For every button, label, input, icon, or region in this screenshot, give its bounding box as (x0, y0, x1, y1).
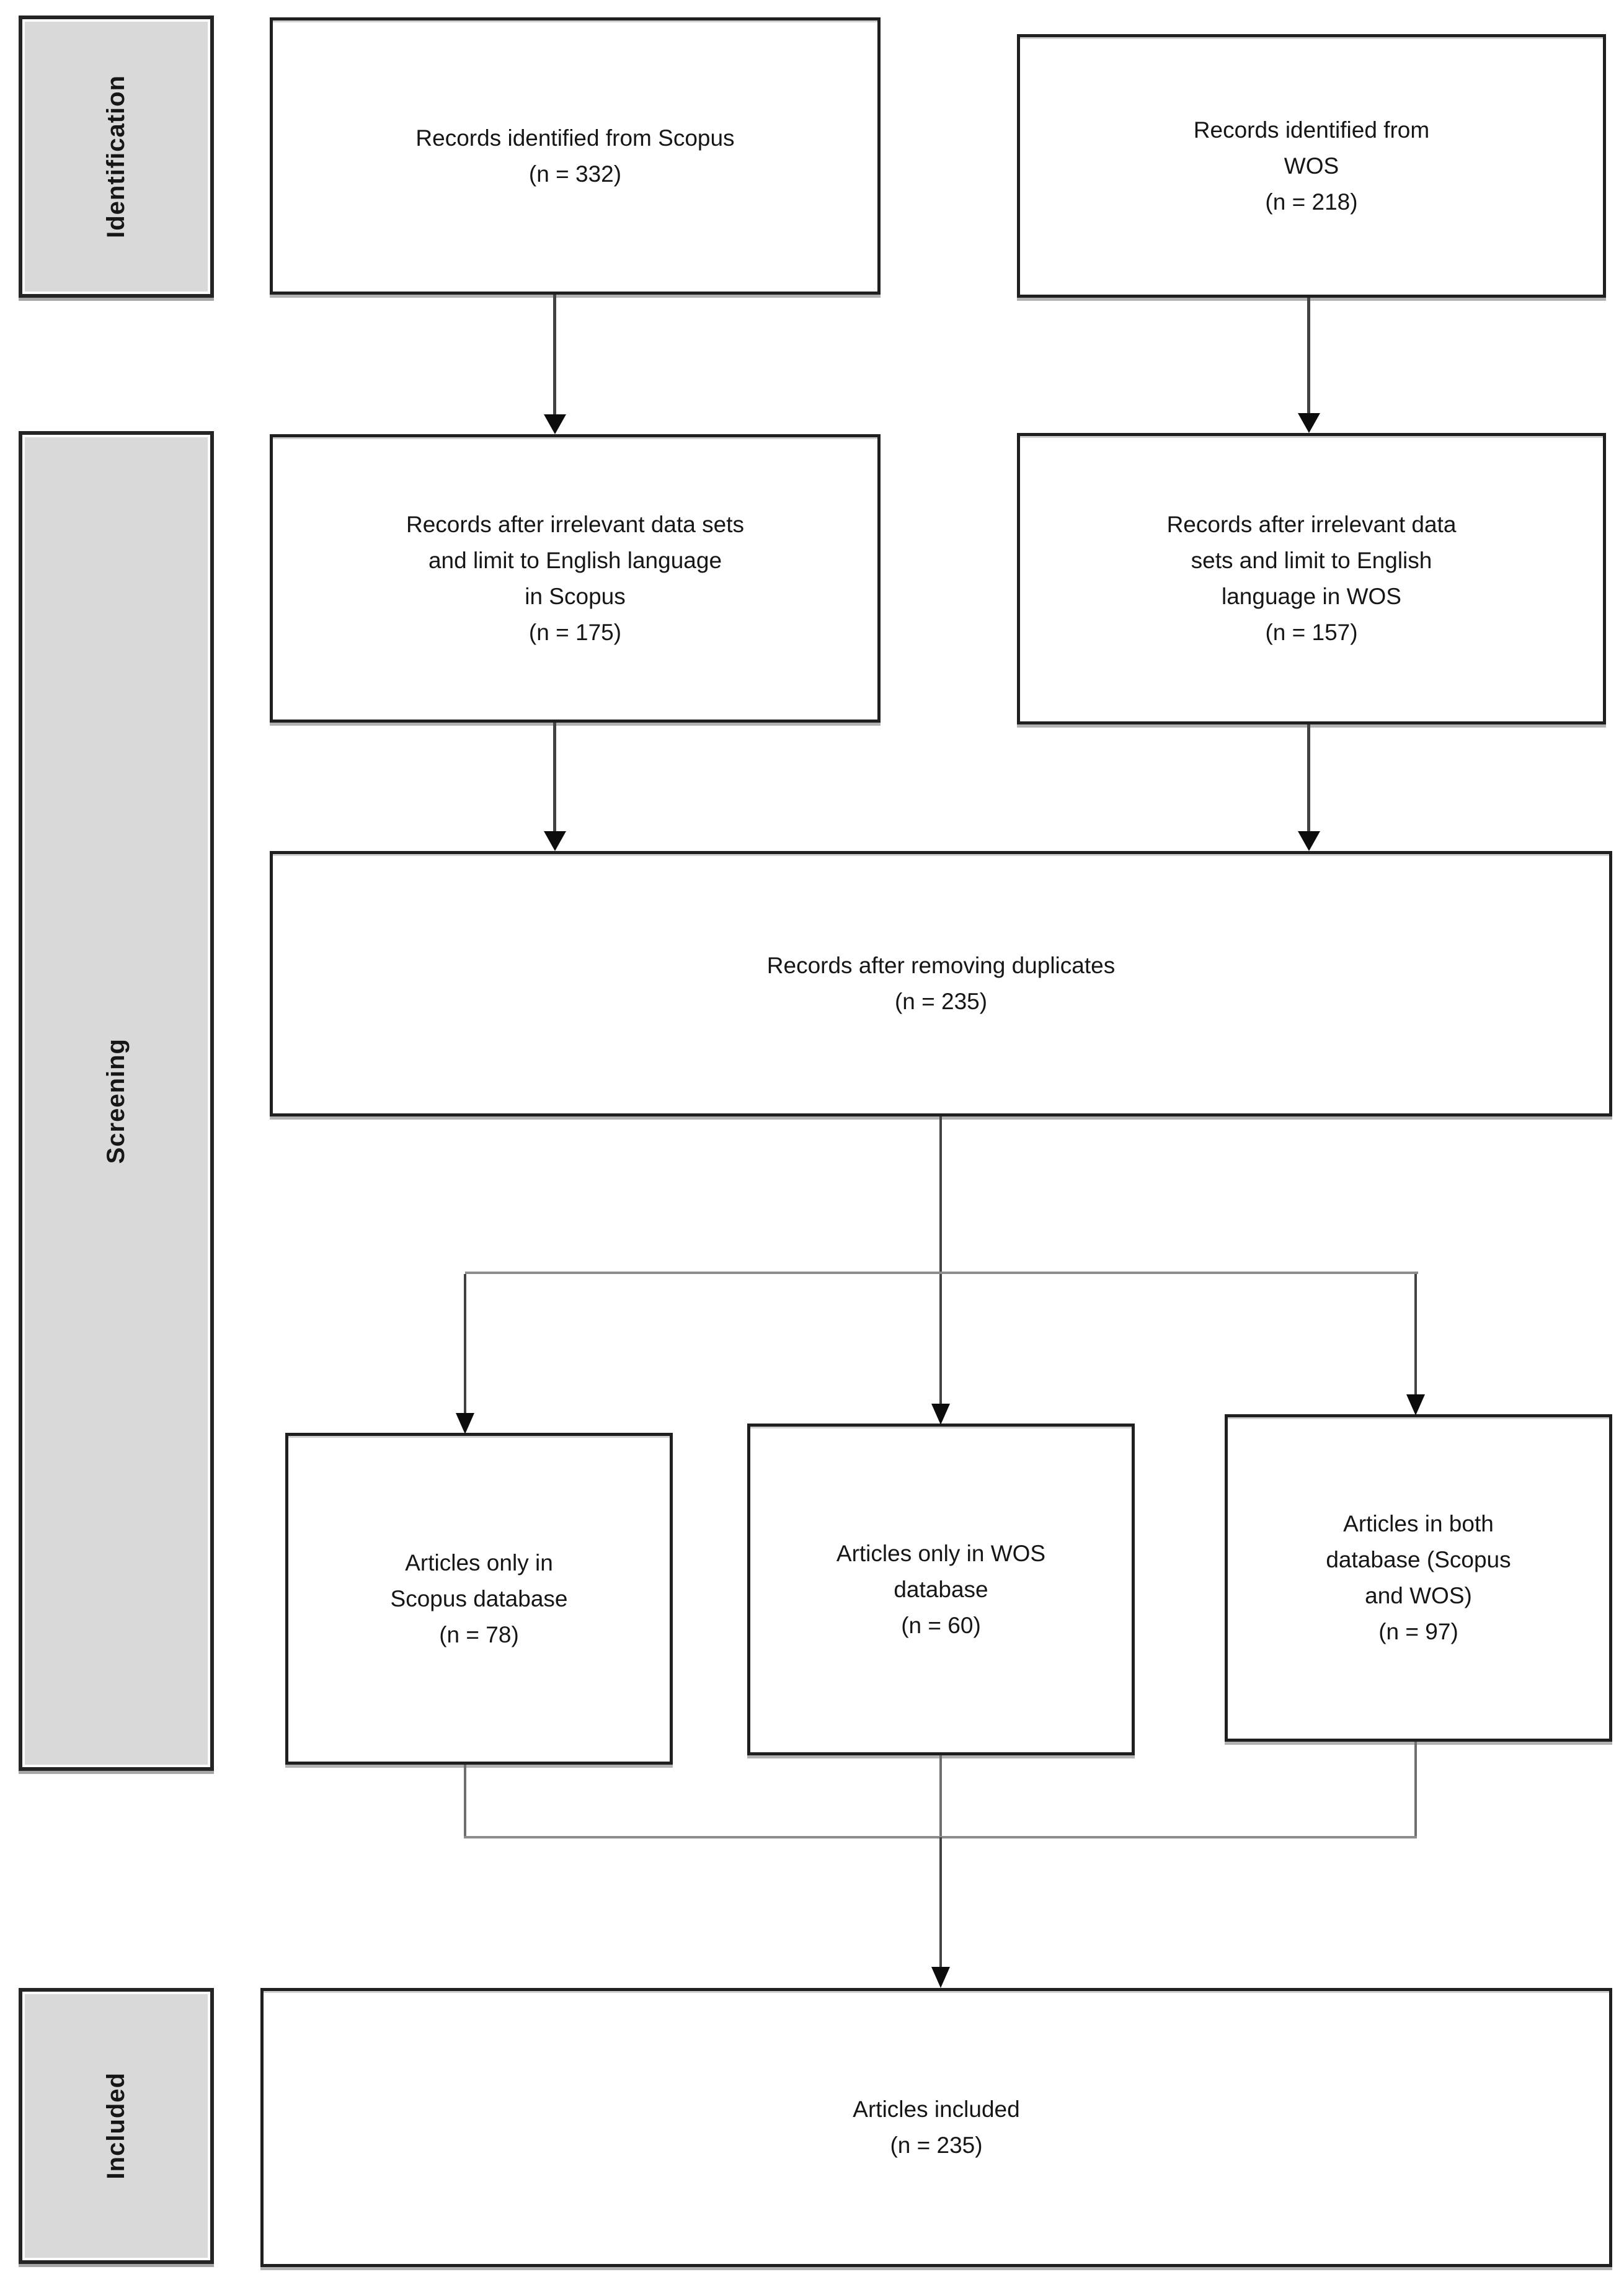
box-records-filtered-scopus: Records after irrelevant data sets and l… (270, 434, 881, 723)
connector-branch-to-scopus-only (464, 1274, 466, 1414)
stage-bar-included: Included (19, 1988, 214, 2264)
box-records-identified-scopus: Records identified from Scopus (n = 332) (270, 17, 881, 295)
box-line: Articles included (853, 2097, 1020, 2122)
box-line: Articles only in (405, 1549, 553, 1575)
box-line: Articles only in WOS (836, 1540, 1046, 1566)
box-line: language in WOS (1221, 584, 1401, 609)
box-line: Records after irrelevant data sets (406, 511, 744, 537)
connector-dedup-to-branch (939, 1116, 942, 1274)
box-records-identified-wos: Records identified from WOS (n = 218) (1017, 34, 1606, 298)
box-text: Articles only in Scopus database (n = 78… (378, 1545, 580, 1653)
box-line: and limit to English language (428, 547, 722, 573)
arrow-down-icon (544, 831, 566, 851)
box-line: database (894, 1576, 988, 1602)
box-text: Articles in both database (Scopus and WO… (1313, 1506, 1523, 1650)
box-line: WOS (1284, 153, 1339, 179)
box-line: (n = 218) (1265, 189, 1358, 215)
box-articles-scopus-only: Articles only in Scopus database (n = 78… (285, 1433, 673, 1765)
arrow-down-icon (931, 1404, 950, 1425)
box-line: (n = 175) (528, 619, 622, 645)
box-line: in Scopus (525, 583, 626, 609)
box-line: (n = 78) (439, 1621, 519, 1647)
arrow-down-icon (544, 414, 566, 434)
stage-label-included: Included (102, 2072, 130, 2180)
connector-wos-identified-to-filtered (1307, 298, 1310, 414)
box-articles-wos-only: Articles only in WOS database (n = 60) (747, 1424, 1135, 1755)
stage-label-identification: Identification (102, 75, 130, 238)
arrow-down-icon (1298, 413, 1320, 433)
connector-scopus-identified-to-filtered (553, 295, 556, 416)
box-line: and WOS) (1365, 1583, 1472, 1608)
stage-label-screening: Screening (102, 1038, 130, 1164)
box-text: Records identified from Scopus (n = 332) (403, 120, 747, 192)
box-line: (n = 332) (528, 161, 622, 187)
arrow-down-icon (1298, 831, 1320, 851)
box-line: (n = 235) (894, 989, 988, 1014)
box-line: Records identified from (1193, 117, 1430, 143)
box-line: (n = 235) (890, 2132, 983, 2158)
box-line: (n = 97) (1378, 1619, 1458, 1644)
box-text: Records after irrelevant data sets and l… (1155, 507, 1469, 651)
connector-both-to-merge (1414, 1742, 1417, 1838)
box-line: sets and limit to English (1191, 548, 1432, 573)
box-text: Articles only in WOS database (n = 60) (824, 1536, 1058, 1644)
box-line: Articles in both (1343, 1511, 1494, 1536)
arrow-down-icon (456, 1413, 474, 1434)
connector-scopus-only-to-merge (464, 1765, 466, 1838)
box-articles-both-databases: Articles in both database (Scopus and WO… (1225, 1414, 1612, 1742)
box-line: Records after removing duplicates (766, 953, 1116, 978)
connector-merge-to-included (939, 1837, 942, 1969)
stage-bar-identification: Identification (19, 16, 214, 298)
arrow-down-icon (931, 1967, 950, 1988)
box-records-filtered-wos: Records after irrelevant data sets and l… (1017, 433, 1606, 724)
box-line: Records identified from Scopus (415, 125, 735, 151)
box-text: Records after removing duplicates (n = 2… (755, 948, 1127, 1020)
connector-branch-to-both (1414, 1274, 1417, 1396)
box-line: Scopus database (390, 1585, 568, 1611)
stage-bar-screening: Screening (19, 431, 214, 1771)
box-articles-included: Articles included (n = 235) (260, 1988, 1612, 2267)
arrow-down-icon (1406, 1394, 1425, 1415)
branch-horizontal-line (465, 1272, 1418, 1274)
box-text: Records identified from WOS (n = 218) (1181, 112, 1442, 220)
box-records-deduplicated: Records after removing duplicates (n = 2… (270, 851, 1612, 1116)
box-line: database (Scopus (1326, 1547, 1511, 1572)
connector-scopus-filtered-to-dedup (553, 723, 556, 832)
box-line: (n = 60) (901, 1612, 981, 1638)
box-line: Records after irrelevant data (1166, 512, 1457, 537)
box-line: (n = 157) (1265, 620, 1358, 645)
connector-wos-filtered-to-dedup (1307, 724, 1310, 832)
box-text: Records after irrelevant data sets and l… (394, 507, 757, 651)
box-text: Articles included (n = 235) (840, 2092, 1032, 2163)
connector-wos-only-to-merge (939, 1755, 942, 1838)
connector-branch-to-wos-only (939, 1274, 942, 1405)
